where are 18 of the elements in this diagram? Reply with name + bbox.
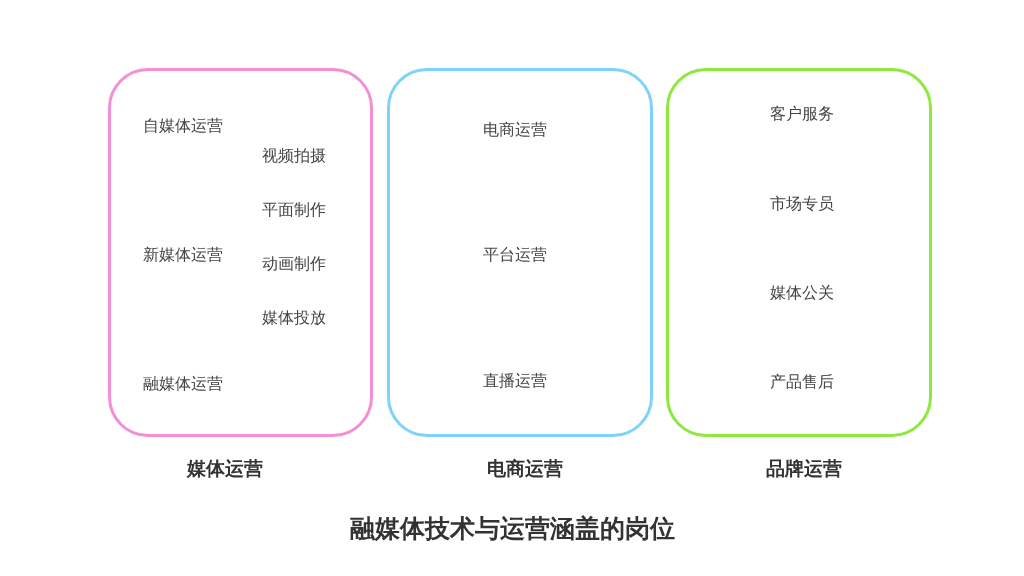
job-label: 直播运营	[483, 370, 547, 392]
job-label: 动画制作	[262, 253, 326, 275]
diagram-title: 融媒体技术与运营涵盖的岗位	[349, 512, 675, 545]
job-label: 平台运营	[483, 244, 547, 266]
job-label: 融媒体运营	[143, 373, 223, 395]
job-label: 市场专员	[770, 193, 834, 215]
job-label: 视频拍摄	[262, 145, 326, 167]
job-label: 媒体投放	[262, 307, 326, 329]
job-label: 产品售后	[770, 371, 834, 393]
job-label: 客户服务	[770, 103, 834, 125]
panel-heading: 电商运营	[487, 456, 563, 481]
panel-heading: 媒体运营	[187, 456, 263, 481]
panel-heading: 品牌运营	[766, 456, 842, 481]
job-label: 自媒体运营	[143, 115, 223, 137]
job-label: 平面制作	[262, 199, 326, 221]
job-label: 新媒体运营	[143, 244, 223, 266]
job-label: 电商运营	[483, 119, 547, 141]
job-label: 媒体公关	[770, 282, 834, 304]
